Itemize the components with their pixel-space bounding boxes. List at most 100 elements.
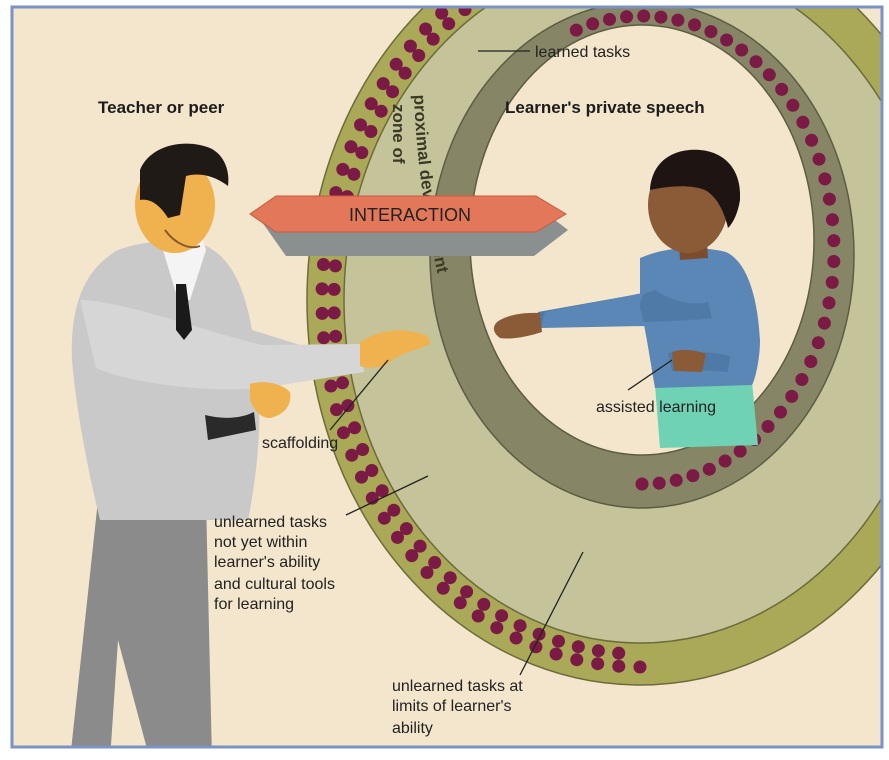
task-dot [823, 296, 836, 309]
task-dot [786, 99, 799, 112]
task-dot [775, 83, 788, 96]
task-dot [435, 7, 448, 20]
task-dot [827, 234, 840, 247]
task-dot [634, 661, 647, 674]
task-dot [428, 556, 441, 569]
task-dot [762, 420, 775, 433]
task-dot [337, 426, 350, 439]
interaction-arrow: INTERACTION [250, 196, 568, 256]
task-dot [328, 283, 341, 296]
task-dot [804, 355, 817, 368]
task-dot [444, 571, 457, 584]
task-dot [592, 644, 605, 657]
task-dot [612, 660, 625, 673]
svg-text:unlearned tasks: unlearned tasks [214, 514, 327, 531]
task-dot [826, 213, 839, 226]
task-dot [636, 478, 649, 491]
task-dot [670, 474, 683, 487]
task-dot [704, 25, 717, 38]
task-dot [763, 68, 776, 81]
task-dot [637, 10, 650, 23]
zone-of-label: zone of [389, 104, 408, 164]
task-dot [720, 34, 733, 47]
task-dot [552, 635, 565, 648]
task-dot [653, 477, 666, 490]
task-dot [442, 17, 455, 30]
task-dot [472, 610, 485, 623]
svg-text:learner's ability: learner's ability [214, 554, 320, 571]
task-dot [437, 582, 450, 595]
task-dot [459, 3, 472, 16]
task-dot [375, 105, 388, 118]
task-dot [719, 455, 732, 468]
task-dot [400, 522, 413, 535]
task-dot [317, 331, 330, 344]
task-dot [818, 172, 831, 185]
task-dot [823, 193, 836, 206]
scaffolding-label: scaffolding [262, 435, 338, 452]
task-dot [427, 33, 440, 46]
task-dot [826, 276, 839, 289]
task-dot [813, 153, 826, 166]
task-dot [365, 464, 378, 477]
svg-text:not yet within: not yet within [214, 534, 307, 551]
task-dot [454, 596, 467, 609]
learned-tasks-label: learned tasks [535, 44, 630, 61]
task-dot [795, 373, 808, 386]
assisted-learning-label: assisted learning [596, 399, 716, 416]
task-dot [572, 640, 585, 653]
task-dot [386, 85, 399, 98]
task-dot [796, 116, 809, 129]
task-dot [328, 306, 341, 319]
task-dot [336, 376, 349, 389]
task-dot [387, 504, 400, 517]
task-dot [355, 146, 368, 159]
teacher-heading: Teacher or peer [98, 98, 225, 117]
task-dot [703, 463, 716, 476]
task-dot [750, 55, 763, 68]
task-dot [827, 255, 840, 268]
task-dot [336, 163, 349, 176]
task-dot [329, 330, 342, 343]
task-dot [785, 390, 798, 403]
task-dot [476, 0, 489, 3]
task-dot [774, 406, 787, 419]
svg-text:and cultural tools: and cultural tools [214, 576, 335, 593]
task-dot [671, 14, 684, 27]
task-dot [688, 18, 701, 31]
task-dot [495, 609, 508, 622]
task-dot [529, 640, 542, 653]
task-dot [347, 168, 360, 181]
task-dot [570, 24, 583, 37]
task-dot [330, 403, 343, 416]
task-dot [550, 648, 563, 661]
task-dot [686, 469, 699, 482]
task-dot [341, 399, 354, 412]
task-dot [317, 258, 330, 271]
svg-text:ability: ability [392, 720, 433, 737]
task-dot [805, 134, 818, 147]
learner-heading: Learner's private speech [505, 98, 705, 117]
task-dot [460, 585, 473, 598]
task-dot [477, 598, 490, 611]
task-dot [324, 380, 337, 393]
task-dot [586, 17, 599, 30]
task-dot [316, 282, 329, 295]
task-dot [591, 657, 604, 670]
task-dot [452, 0, 465, 5]
task-dot [414, 540, 427, 553]
task-dot [329, 259, 342, 272]
svg-text:limits of learner's: limits of learner's [392, 698, 512, 715]
task-dot [620, 10, 633, 23]
task-dot [348, 421, 361, 434]
interaction-label: INTERACTION [349, 205, 471, 225]
task-dot [603, 13, 616, 26]
task-dot [654, 11, 667, 24]
task-dot [818, 317, 831, 330]
task-dot [510, 632, 523, 645]
task-dot [514, 619, 527, 632]
task-dot [735, 44, 748, 57]
task-dot [399, 67, 412, 80]
task-dot [316, 307, 329, 320]
task-dot [412, 49, 425, 62]
